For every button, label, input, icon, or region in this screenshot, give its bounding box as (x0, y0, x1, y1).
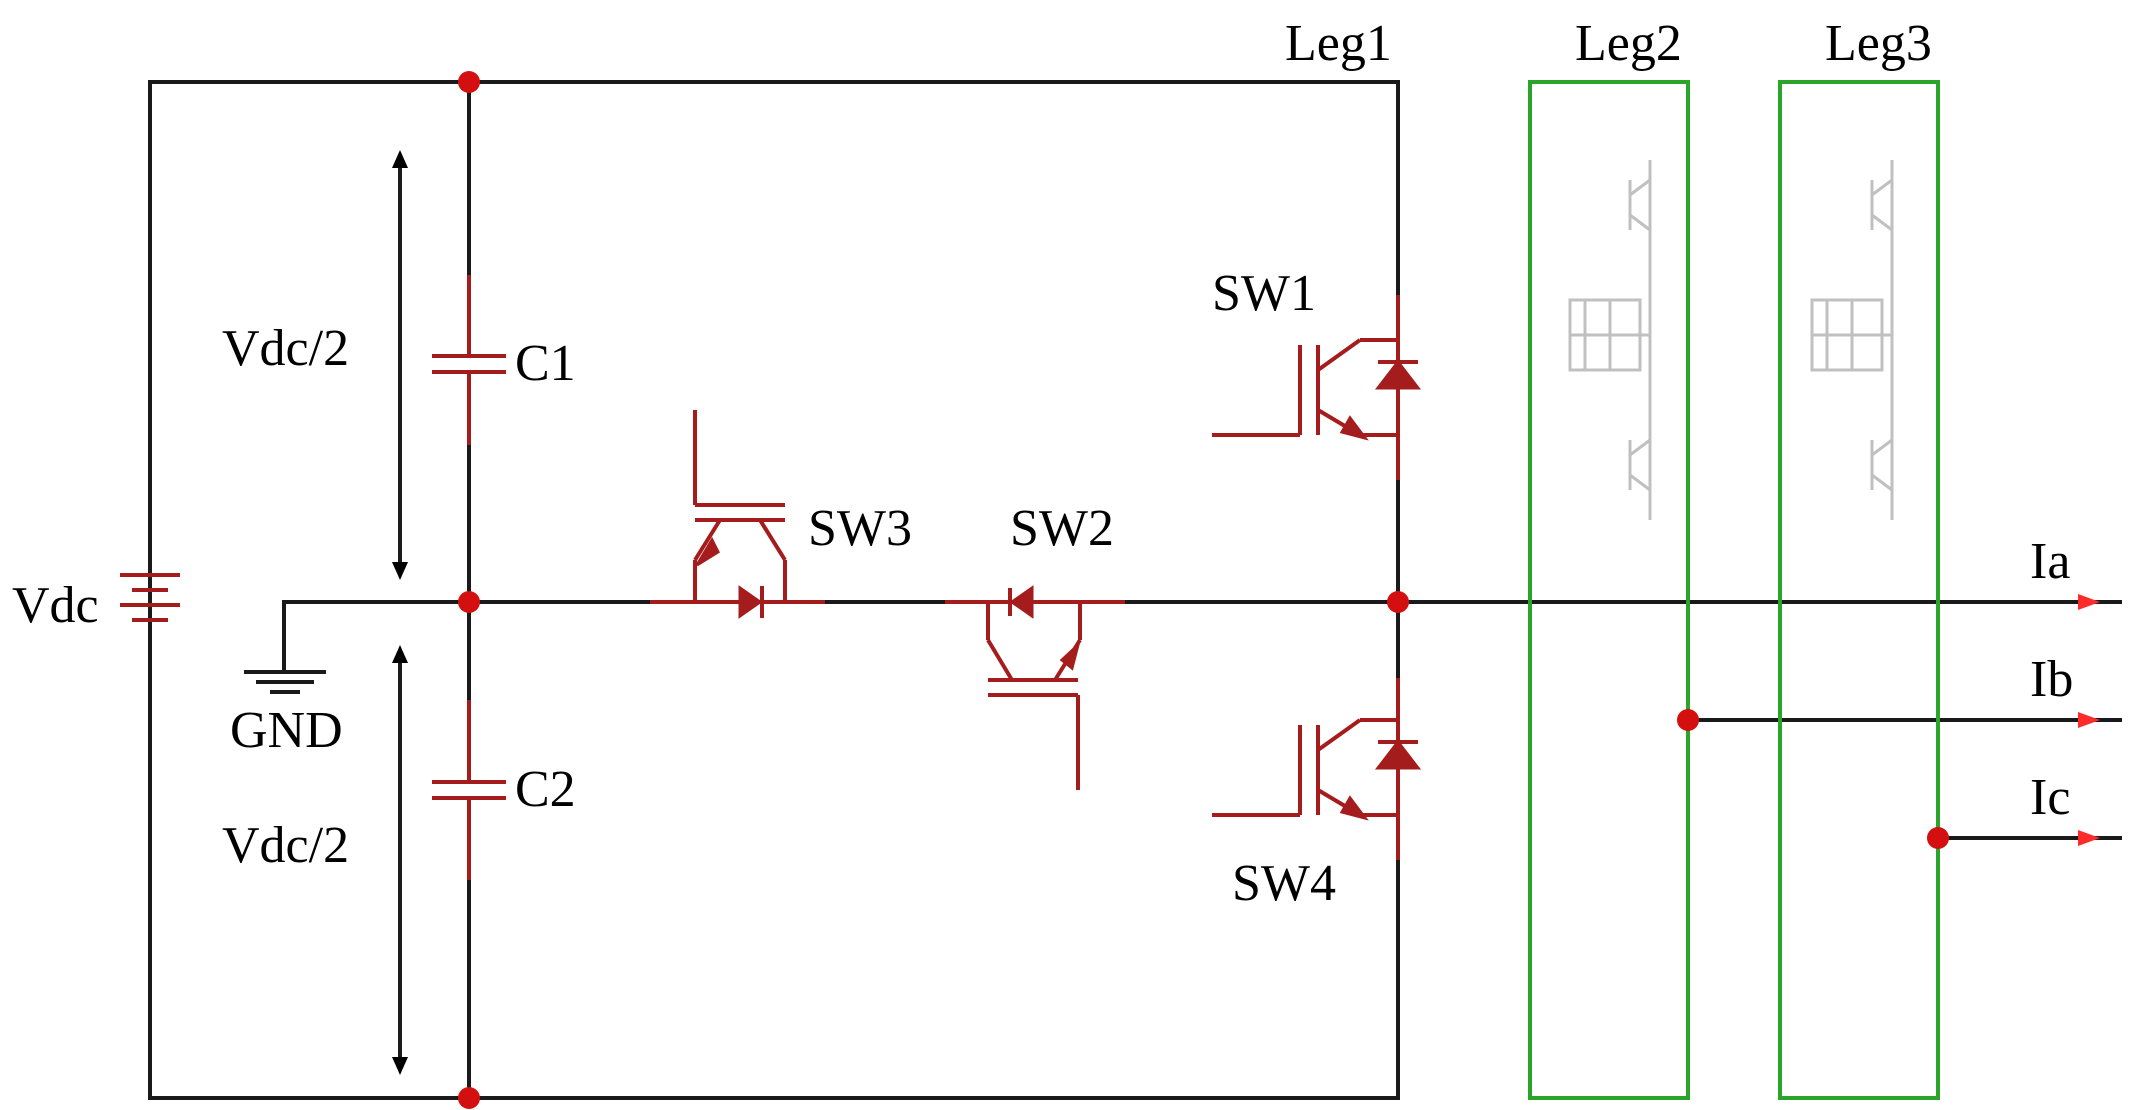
switch-sw2 (945, 585, 1125, 790)
label-vdc: Vdc (12, 577, 99, 634)
label-c2: C2 (515, 761, 576, 818)
capacitor-c1 (432, 275, 506, 445)
label-leg1: Leg1 (1285, 15, 1392, 72)
dc-bus-wiring (148, 80, 2122, 1100)
leg3-box (1778, 80, 2122, 1100)
switch-sw4 (1212, 678, 1422, 860)
leg2-box (1528, 80, 2122, 1100)
label-gnd: GND (230, 702, 343, 759)
node-mid (458, 591, 480, 613)
node-leg3-output (1927, 827, 1949, 849)
label-ic: Ic (2030, 769, 2070, 826)
ground-symbol (244, 670, 326, 694)
label-c1: C1 (515, 335, 576, 392)
label-sw1: SW1 (1212, 265, 1316, 322)
label-sw2: SW2 (1010, 500, 1114, 557)
label-sw4: SW4 (1232, 855, 1336, 912)
leg3-ghost-switches (1810, 160, 1894, 520)
battery-symbol (120, 573, 180, 622)
arrow-ib (2078, 712, 2100, 728)
label-ia: Ia (2030, 533, 2070, 590)
label-leg2: Leg2 (1575, 15, 1682, 72)
leg2-ghost-switches (1568, 160, 1652, 520)
voltage-arrow-bottom (392, 645, 408, 1075)
node-leg2-output (1677, 709, 1699, 731)
label-half-voltage-bottom: Vdc/2 (222, 817, 349, 874)
label-sw3: SW3 (808, 500, 912, 557)
arrow-ia (2078, 594, 2100, 610)
node-bottom (458, 1087, 480, 1109)
node-leg1-output (1387, 591, 1409, 613)
capacitor-c2 (432, 700, 506, 880)
node-top (458, 71, 480, 93)
junction-nodes (458, 71, 1949, 1109)
switch-sw3 (650, 410, 825, 619)
label-leg3: Leg3 (1825, 15, 1932, 72)
switch-sw1 (1212, 295, 1422, 480)
output-arrows (2078, 594, 2100, 846)
label-half-voltage-top: Vdc/2 (222, 320, 349, 377)
arrow-ic (2078, 830, 2100, 846)
label-ib: Ib (2030, 651, 2073, 708)
voltage-arrow-top (392, 150, 408, 580)
